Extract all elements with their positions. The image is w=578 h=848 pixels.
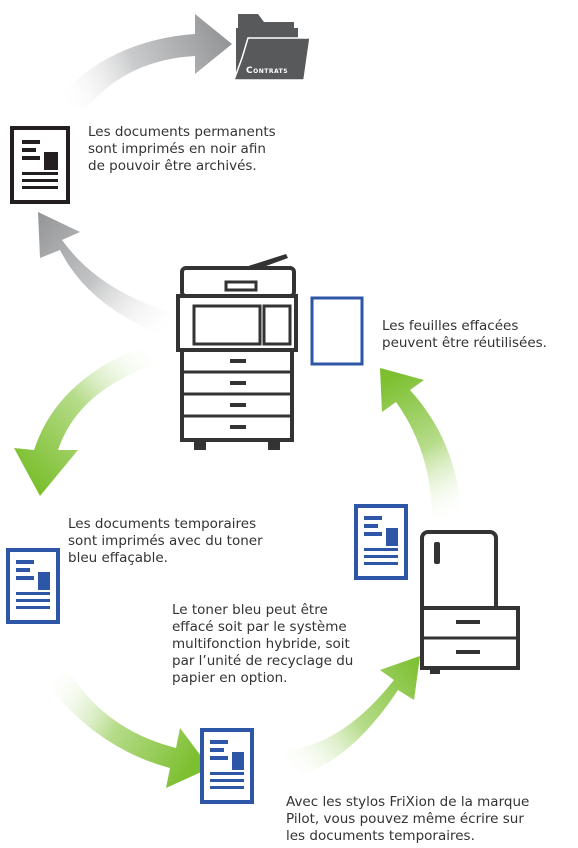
folder-icon — [232, 14, 311, 81]
document-icon-blue-bottom — [200, 728, 254, 804]
gray-arrow-to-folder — [55, 14, 232, 110]
green-arrow-to-blank-sheet — [380, 368, 462, 528]
blank-sheet-icon — [310, 296, 364, 366]
green-arrow-to-recycler — [282, 656, 420, 778]
caption-blue-toner: Le toner bleu peut être effacé soit par … — [172, 602, 354, 686]
green-arrow-to-temporary — [14, 338, 170, 496]
caption-temporary-documents: Les documents temporaires sont imprimés … — [68, 516, 263, 566]
green-arrow-to-pen — [44, 670, 210, 788]
document-icon-blue-right — [354, 504, 408, 580]
caption-permanent-documents: Les documents permanents sont imprimés e… — [88, 124, 276, 174]
multifunction-printer-icon — [176, 254, 298, 450]
caption-erased-sheets: Les feuilles effacées peuvent être réuti… — [382, 318, 547, 351]
paper-recycling-unit-icon — [420, 530, 520, 674]
caption-frixion: Avec les stylos FriXion de la marque Pil… — [286, 794, 530, 844]
document-icon — [10, 126, 70, 204]
gray-arrow-to-archive — [38, 212, 175, 340]
document-icon-blue-left — [6, 548, 60, 624]
folder-label: Contrats — [246, 66, 289, 76]
